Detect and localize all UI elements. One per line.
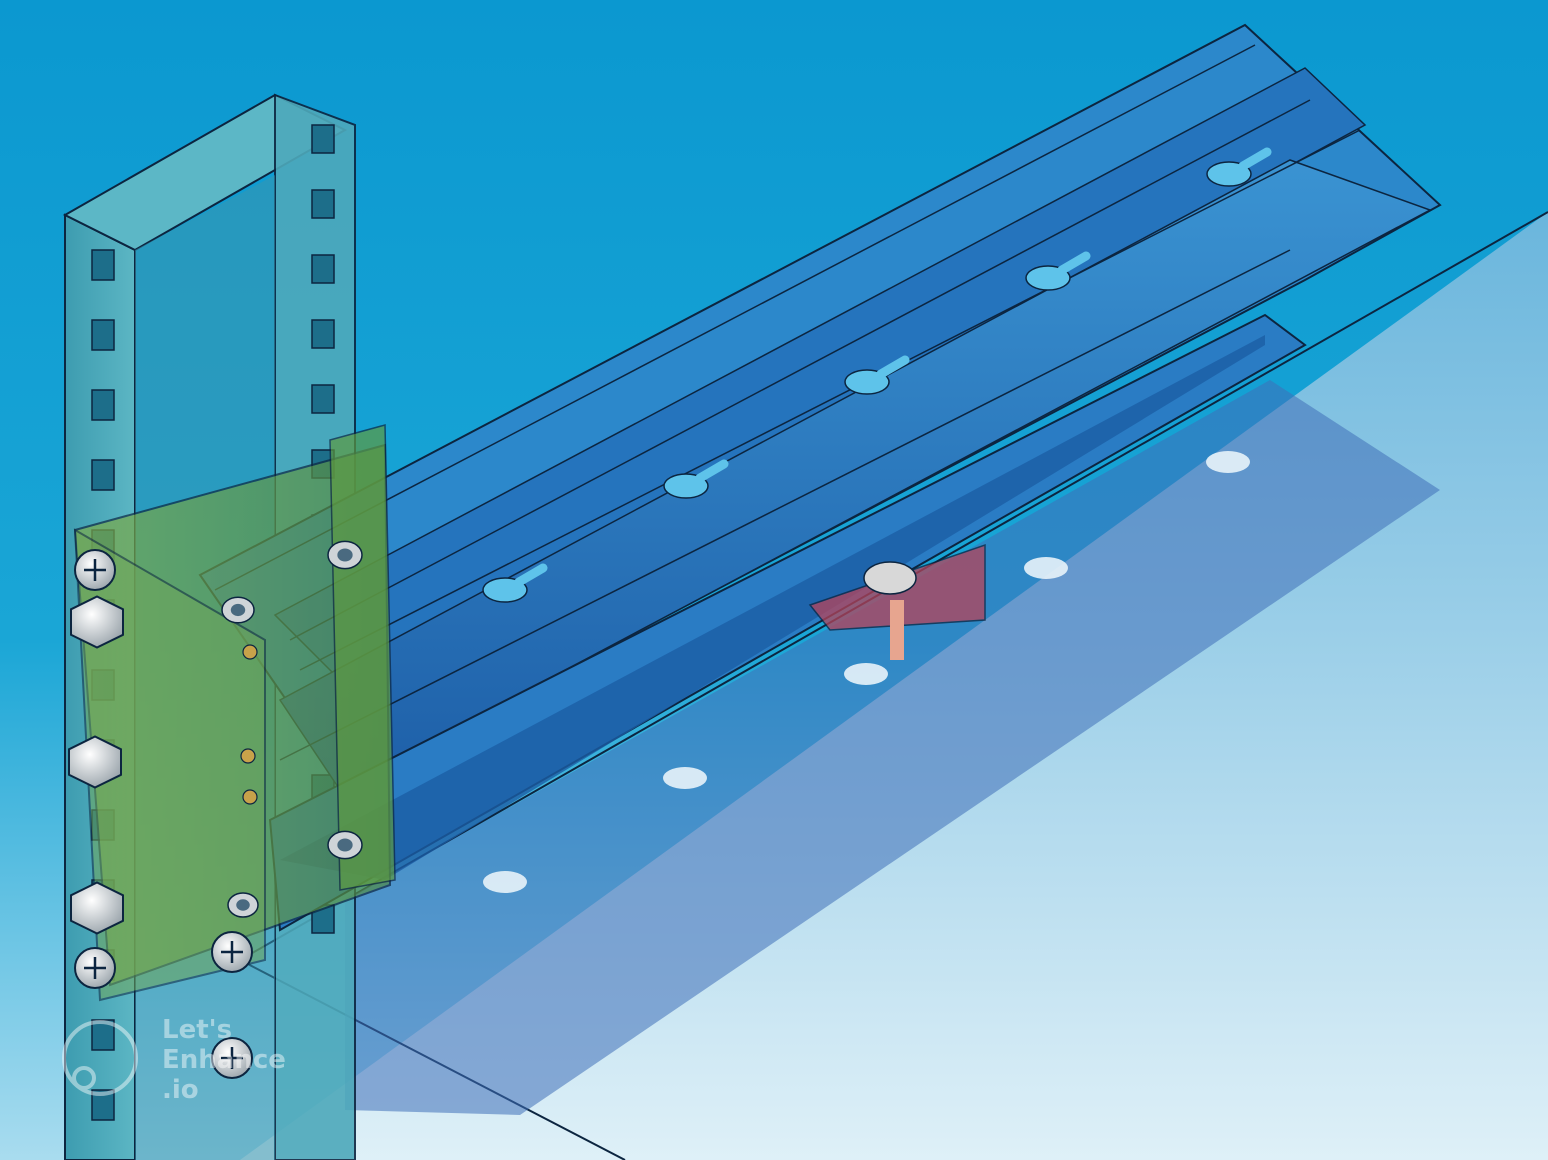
- watermark-logo-icon: [62, 1020, 138, 1096]
- rail-groove-line: [214, 44, 1256, 591]
- brass-pin-icon: [242, 789, 258, 805]
- hex-bolt-icon: [70, 595, 124, 649]
- bracket-front-plate: [73, 528, 266, 1002]
- keyhole-slot: [482, 563, 548, 603]
- post-square-hole: [91, 1089, 115, 1121]
- post-square-hole: [91, 389, 115, 421]
- clip-pin: [890, 600, 904, 660]
- washer-icon: [227, 892, 259, 918]
- wing-nut-icon: [863, 561, 917, 595]
- rail-groove-line: [299, 129, 1361, 671]
- post-square-hole: [311, 254, 335, 284]
- bracket-side-flange: [329, 424, 396, 891]
- shadow-keyhole: [663, 767, 707, 789]
- hex-bolt-icon: [70, 881, 124, 935]
- post-square-hole: [91, 1019, 115, 1051]
- hardware: [68, 540, 363, 1079]
- keyhole-slot: [1206, 147, 1272, 187]
- post-square-hole: [311, 384, 335, 414]
- shadow-keyhole: [483, 871, 527, 893]
- phillips-screw-icon: [74, 947, 116, 989]
- rail-shadow: [345, 380, 1440, 1115]
- watermark: Let's Enhance .io: [62, 1015, 286, 1105]
- washer-icon: [221, 596, 255, 624]
- keyhole-slot: [1025, 251, 1091, 291]
- post-square-hole: [311, 124, 335, 154]
- shadow-keyhole: [1024, 557, 1068, 579]
- shadow-keyhole: [844, 663, 888, 685]
- shadow-keyhole: [1206, 451, 1250, 473]
- brass-pin-icon: [240, 748, 256, 764]
- post-square-hole: [91, 459, 115, 491]
- rail-keyholes: [482, 147, 1272, 603]
- post-square-hole: [311, 189, 335, 219]
- post-square-hole: [311, 319, 335, 349]
- watermark-line2: Enhance: [162, 1045, 286, 1075]
- phillips-screw-icon: [74, 549, 116, 591]
- shadow-keyholes: [483, 451, 1250, 893]
- watermark-logo-dot-icon: [72, 1066, 96, 1090]
- rail-assembly: [198, 23, 1442, 932]
- post-square-hole: [91, 319, 115, 351]
- cage-clip: [808, 543, 986, 660]
- phillips-screw-icon: [211, 931, 253, 973]
- rail-groove-line: [289, 99, 1311, 641]
- keyhole-slot: [844, 355, 910, 395]
- hex-bolt-icon: [68, 735, 122, 789]
- watermark-line1: Let's: [162, 1015, 232, 1045]
- keyhole-slot: [663, 459, 729, 499]
- watermark-line3: .io: [162, 1075, 199, 1105]
- rail-groove-line: [279, 249, 1291, 761]
- phillips-screw-icon: [211, 1037, 253, 1079]
- rail-front-face: [280, 335, 1265, 880]
- post-square-hole: [91, 249, 115, 281]
- washer-icon: [327, 540, 363, 570]
- brass-pin-icon: [242, 644, 258, 660]
- washer-icon: [327, 830, 363, 860]
